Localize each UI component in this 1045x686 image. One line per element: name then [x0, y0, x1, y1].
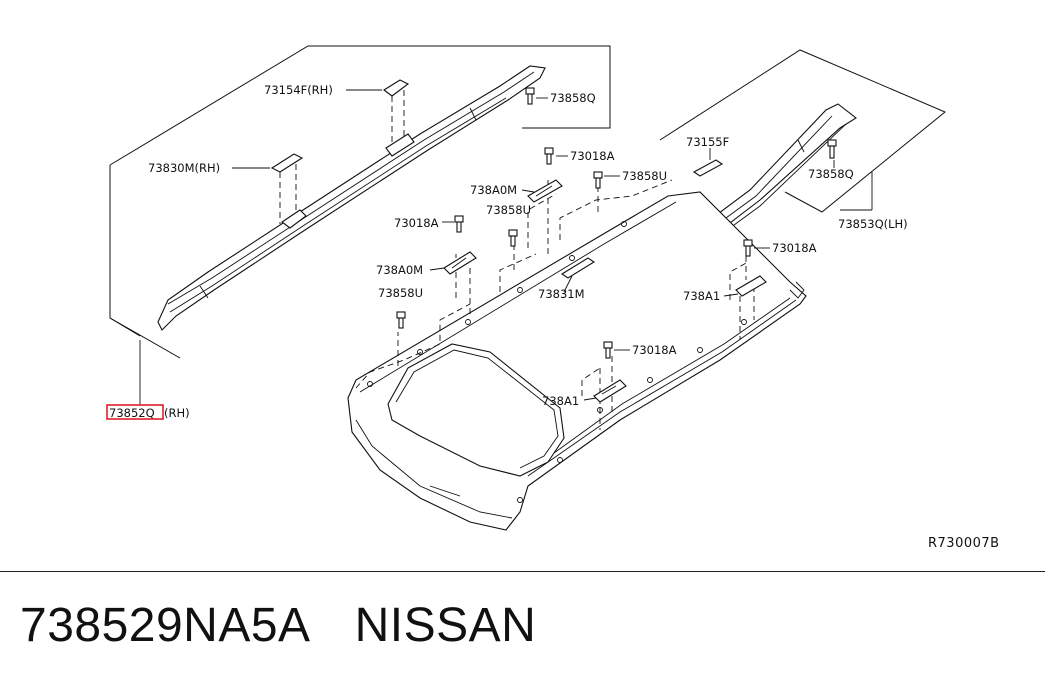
clip-73858q-upper-icon — [525, 87, 548, 105]
label-73018a-1: 73018A — [570, 149, 615, 163]
roof-panel — [347, 191, 807, 531]
label-73858q-lh: 73858Q — [808, 167, 854, 181]
rh-roof-rail — [157, 65, 546, 331]
highlighted-part-box — [106, 404, 164, 420]
footer: 738529NA5A NISSAN — [20, 598, 536, 653]
label-73853q-lh: 73853Q(LH) — [838, 217, 908, 231]
label-73830m-rh: 73830M(RH) — [148, 161, 220, 175]
bracket-738a0m-lower-icon — [443, 251, 477, 275]
label-738a1-1: 738A1 — [683, 289, 720, 303]
label-73858u-3: 73858U — [378, 286, 423, 300]
part-number: 738529NA5A — [20, 599, 311, 652]
label-73858u-1: 73858U — [622, 169, 667, 183]
front-cover-73155f — [692, 148, 724, 177]
rh-cover-73154f — [346, 79, 410, 142]
footer-divider — [0, 571, 1045, 572]
label-738a0m-2: 738A0M — [376, 263, 423, 277]
leader-lines — [429, 155, 770, 401]
label-73831m: 73831M — [538, 287, 585, 301]
brand-name: NISSAN — [354, 599, 537, 652]
label-73018a-3: 73018A — [772, 241, 817, 255]
bracket-738a1-lower-icon — [593, 379, 627, 403]
label-73018a-4: 73018A — [632, 343, 677, 357]
label-73155f: 73155F — [686, 135, 729, 149]
diagram-reference-code: R730007B — [928, 536, 1000, 551]
label-73154f-rh: 73154F(RH) — [264, 83, 333, 97]
bracket-738a1-upper-icon — [735, 275, 767, 297]
moulding-73831m-icon — [560, 257, 596, 279]
label-738a1-2: 738A1 — [542, 394, 579, 408]
bracket-738a0m-upper-icon — [527, 179, 563, 203]
label-73852q-highlighted[interactable]: 73852Q — [109, 406, 155, 420]
label-73852q-suffix: (RH) — [164, 406, 190, 420]
label-738a0m-1: 738A0M — [470, 183, 517, 197]
clip-73858q-lh-icon — [827, 139, 837, 168]
label-73858u-2: 73858U — [486, 203, 531, 217]
label-73018a-2: 73018A — [394, 216, 439, 230]
rh-rail-frame — [109, 45, 611, 405]
label-73858q-upper: 73858Q — [550, 91, 596, 105]
rh-moulding-73830m — [232, 153, 304, 224]
bolt-icons — [396, 147, 753, 359]
lh-rail-frame — [659, 49, 946, 213]
fastener-dash-lines — [355, 179, 755, 430]
